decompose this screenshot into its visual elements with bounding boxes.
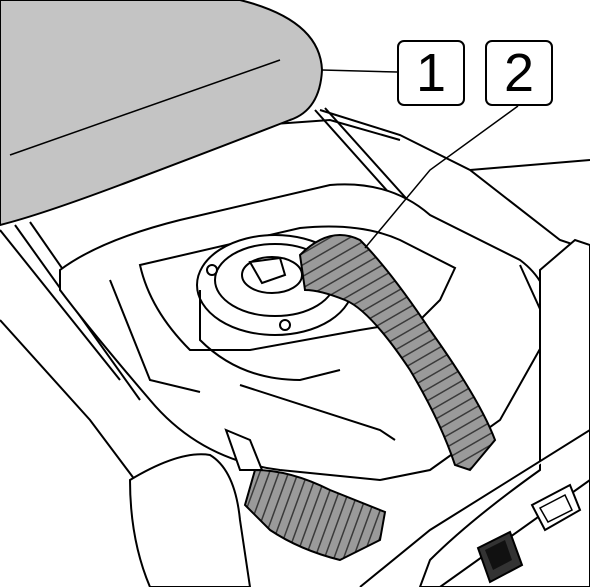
rear-cushion-edge [128,453,252,587]
leader-line-2 [364,105,519,249]
switch-panel [476,483,582,584]
callout-2: 2 [485,40,553,106]
callout-1: 1 [397,40,465,106]
fuel-hose-lower [224,428,387,562]
callout-leader-lines [321,69,519,249]
fuel-filler-hose [298,234,497,472]
fuel-pump-flange [196,234,396,441]
leader-line-1 [321,69,398,73]
seat-cushion [0,0,324,227]
